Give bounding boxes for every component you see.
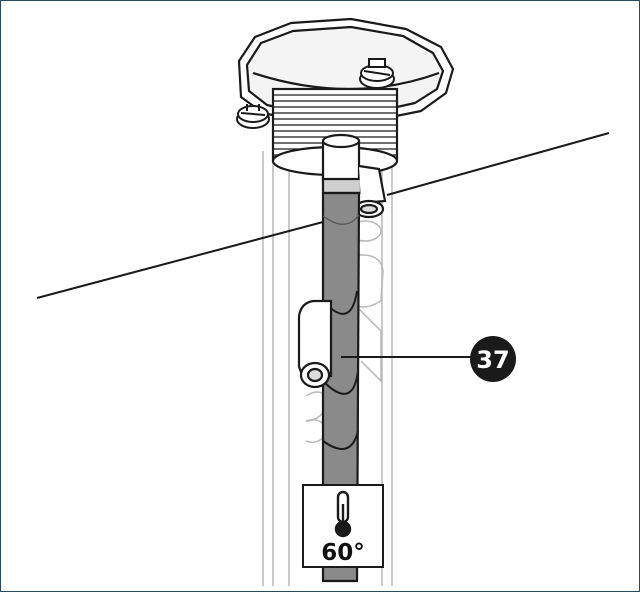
temperature-label: 60°	[321, 540, 365, 566]
reference-line	[36, 132, 610, 299]
screw-left	[236, 104, 270, 129]
hose-connector	[321, 133, 387, 219]
temperature-symbol: 60°	[302, 484, 384, 568]
thermometer-icon	[334, 490, 352, 538]
hose-clip	[297, 299, 333, 389]
screw-right	[359, 58, 395, 89]
callout-label: 37	[476, 346, 509, 374]
callout-37: 37	[341, 336, 516, 382]
